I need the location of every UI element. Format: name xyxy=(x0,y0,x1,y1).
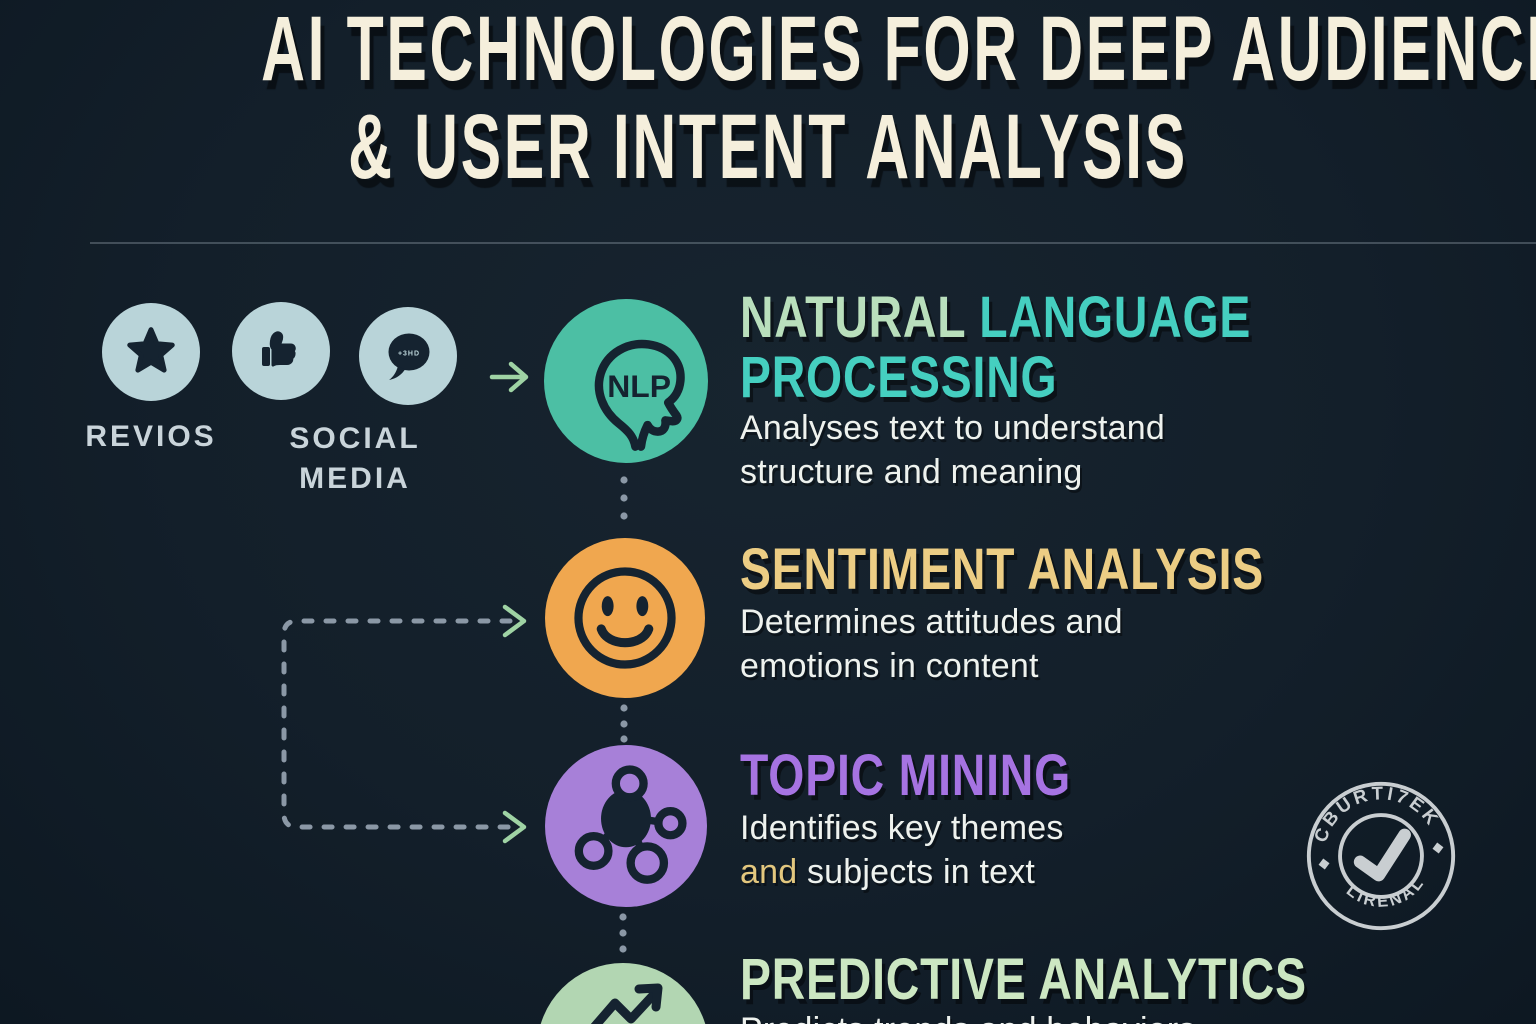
chat-source-badge: +3HD xyxy=(359,307,457,405)
step-circle-sentiment xyxy=(545,538,705,698)
step-desc-predictive: Predicts trends and behaviors xyxy=(740,1008,1196,1024)
step-desc-topic: Identifies key themes and subjects in te… xyxy=(740,806,1064,894)
chat-bubble-icon: +3HD xyxy=(388,333,430,380)
star-icon xyxy=(127,327,175,373)
svg-text:CBURTI7EK: CBURTI7EK xyxy=(1303,773,1446,847)
step-circle-nlp: NLP xyxy=(544,299,708,463)
desc-line: Predicts trends and behaviors xyxy=(740,1011,1196,1024)
step-title-sentiment: SENTIMENT ANALYSIS xyxy=(740,540,1316,600)
step-desc-sentiment: Determines attitudes and emotions in con… xyxy=(740,600,1123,688)
desc-accent: and xyxy=(740,853,807,891)
social-source-badge xyxy=(232,302,330,400)
step-circle-predictive xyxy=(537,963,709,1024)
trend-arrow-icon xyxy=(590,983,663,1024)
dotted-link-sentiment-topic xyxy=(620,704,628,743)
title-divider xyxy=(90,242,1536,244)
social-label-line2: MEDIA xyxy=(299,462,411,495)
desc-line: structure and meaning xyxy=(740,453,1083,491)
nlp-head-icon: NLP xyxy=(594,339,685,451)
reviews-source-badge xyxy=(102,303,200,401)
certification-stamp: CBURTI7EK LIRENAL xyxy=(1293,768,1469,944)
desc-line: Analyses text to understand xyxy=(740,409,1165,447)
title-line-1: AI TECHNOLOGIES FOR DEEP AUDIENCE xyxy=(261,0,1536,100)
step-title-main: PREDICTIVE ANALYTICS xyxy=(740,947,1307,1012)
desc-line: emotions in content xyxy=(740,647,1039,685)
step-desc-nlp: Analyses text to understand structure an… xyxy=(740,406,1165,494)
step-title-predictive: PREDICTIVE ANALYTICS xyxy=(740,950,1316,1010)
step-title-topic: TOPIC MINING xyxy=(740,746,1316,806)
step-title-nlp: NATURAL LANGUAGE PROCESSING xyxy=(740,288,1316,408)
desc-line: subjects in text xyxy=(806,853,1036,891)
desc-line: Determines attitudes and xyxy=(740,603,1123,641)
dashed-branch-connector xyxy=(281,618,513,830)
arrow-right-icon xyxy=(489,361,529,393)
step-title-main: SENTIMENT ANALYSIS xyxy=(740,537,1265,602)
title-line-2: & USER INTENT ANALYSIS xyxy=(348,96,1188,198)
stamp-bottom-text: LIRENAL xyxy=(1341,870,1431,916)
checkmark-icon xyxy=(1353,828,1411,882)
step-title-main: TOPIC MINING xyxy=(740,743,1071,808)
chat-bubble-glyphs: +3HD xyxy=(398,351,420,358)
step-title-accent: NATURAL xyxy=(740,285,980,350)
stamp-seal: CBURTI7EK LIRENAL xyxy=(1303,773,1456,931)
desc-line: Identifies key themes xyxy=(740,809,1064,847)
thumbs-up-icon xyxy=(262,331,296,367)
smiley-icon xyxy=(574,567,676,669)
network-nodes-icon xyxy=(574,765,687,884)
dotted-link-topic-predictive xyxy=(619,913,627,953)
stamp-top-text: CBURTI7EK xyxy=(1303,773,1446,847)
social-label-line1: SOCIAL xyxy=(289,422,421,455)
step-title-main: LANGUAGE PROCESSING xyxy=(740,285,1252,410)
arrow-right-icon xyxy=(502,604,527,844)
nlp-icon-label: NLP xyxy=(607,368,671,404)
page-title: AI TECHNOLOGIES FOR DEEP AUDIENCE & USER… xyxy=(0,0,1536,196)
reviews-label: REVIOS xyxy=(85,420,217,453)
dotted-link-nlp-sentiment xyxy=(620,476,628,520)
step-circle-topic xyxy=(545,745,707,907)
svg-text:LIRENAL: LIRENAL xyxy=(1341,870,1431,916)
